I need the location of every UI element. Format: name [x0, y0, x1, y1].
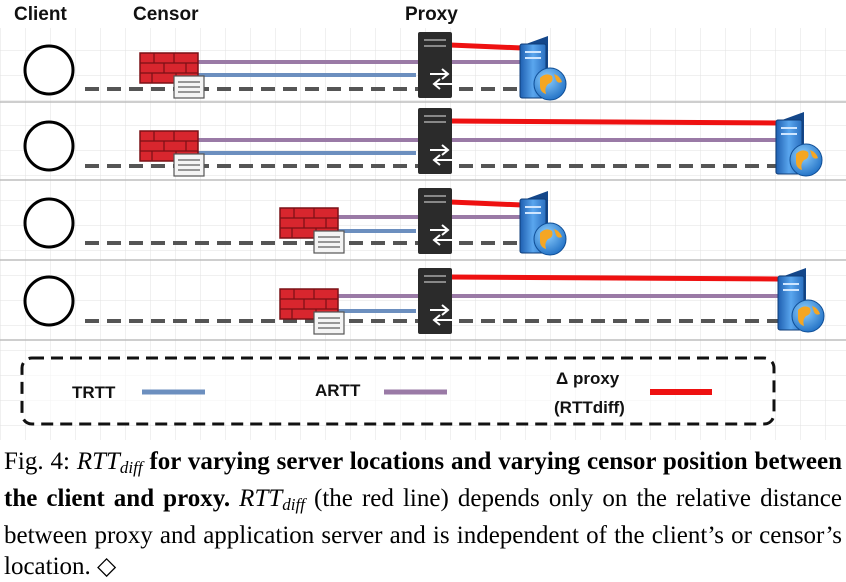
end-of-caption-symbol: ◇	[97, 553, 117, 580]
application-server-icon	[519, 191, 567, 256]
rttdiff-line	[449, 42, 523, 51]
client-circle-icon	[23, 120, 75, 172]
rttdiff-line	[449, 199, 523, 208]
proxy-server-icon	[418, 188, 452, 254]
scenario-row-2	[23, 108, 823, 177]
firewall-icon	[279, 207, 345, 254]
proxy-server-icon	[418, 268, 452, 334]
censor-header: Censor	[133, 4, 199, 25]
firewall-icon	[279, 288, 345, 335]
figure-label: Fig. 4:	[4, 448, 70, 475]
figure-caption: Fig. 4: RTTdiff for varying server locat…	[4, 446, 842, 582]
legend: TRTT ARTT Δ proxy (RTTdiff)	[20, 356, 776, 426]
caption-math-rttdiff: RTTdiff	[76, 448, 143, 477]
rttdiff-line	[449, 118, 779, 126]
firewall-icon	[139, 130, 205, 177]
client-circle-icon	[23, 44, 75, 96]
scenario-row-3	[23, 188, 567, 256]
caption-body-text: (the red line) depends only on the relat…	[4, 485, 842, 580]
application-server-icon	[777, 268, 825, 333]
proxy-header: Proxy	[405, 4, 458, 25]
caption-math-rttdiff-2: RTTdiff	[239, 485, 305, 514]
client-header: Client	[14, 4, 67, 25]
scenario-row-4	[23, 268, 825, 335]
row-separators	[0, 101, 846, 341]
rttdiff-line	[449, 274, 779, 282]
firewall-icon	[139, 52, 205, 99]
application-server-icon	[775, 112, 823, 177]
proxy-server-icon	[418, 32, 452, 98]
legend-trtt-label: TRTT	[72, 383, 116, 402]
rtt-diagram: Client Censor Proxy	[0, 4, 846, 440]
proxy-server-icon	[418, 108, 452, 174]
legend-rttdiff-label: (RTTdiff)	[554, 398, 625, 417]
caption-bold-text: for varying server locations and varying…	[4, 448, 843, 512]
client-circle-icon	[23, 197, 75, 249]
legend-artt-label: ARTT	[315, 381, 361, 400]
scenario-row-1	[23, 32, 567, 101]
application-server-icon	[519, 36, 567, 101]
legend-delta-label: Δ proxy	[556, 369, 620, 388]
client-circle-icon	[23, 275, 75, 327]
